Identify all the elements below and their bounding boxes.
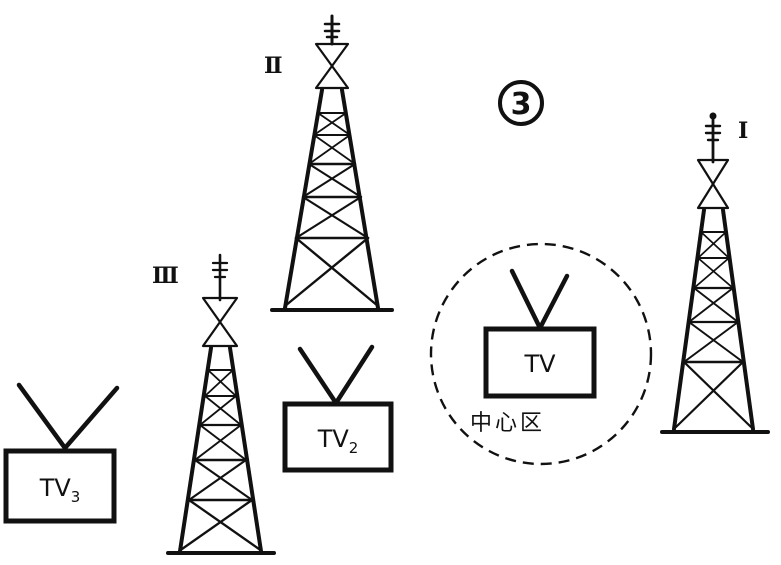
tower-3-label: Ⅲ xyxy=(152,263,179,289)
tv-center-label: TV xyxy=(523,350,556,378)
center-zone-boundary xyxy=(429,242,653,466)
center-zone-label: 中心区 xyxy=(470,411,545,436)
tv-center xyxy=(483,268,597,399)
figure-number: ③ 3 xyxy=(498,80,544,126)
tv2-label: TV2 xyxy=(317,425,359,457)
tower-2 xyxy=(270,14,394,312)
tower-3 xyxy=(166,253,276,555)
tv2 xyxy=(282,344,394,473)
tv2-subscript: 2 xyxy=(349,439,359,457)
tv2-text: TV xyxy=(317,425,350,453)
tower-1-label: Ⅰ xyxy=(738,118,748,144)
tv3-label: TV3 xyxy=(39,474,81,506)
figure-number-glyph: 3 xyxy=(511,87,532,122)
tv3 xyxy=(3,382,120,524)
tower-1 xyxy=(660,112,770,434)
tower-2-label: Ⅱ xyxy=(264,53,283,79)
tv-center-text: TV xyxy=(523,350,556,378)
tv3-text: TV xyxy=(39,474,72,502)
tv3-subscript: 3 xyxy=(71,488,81,506)
